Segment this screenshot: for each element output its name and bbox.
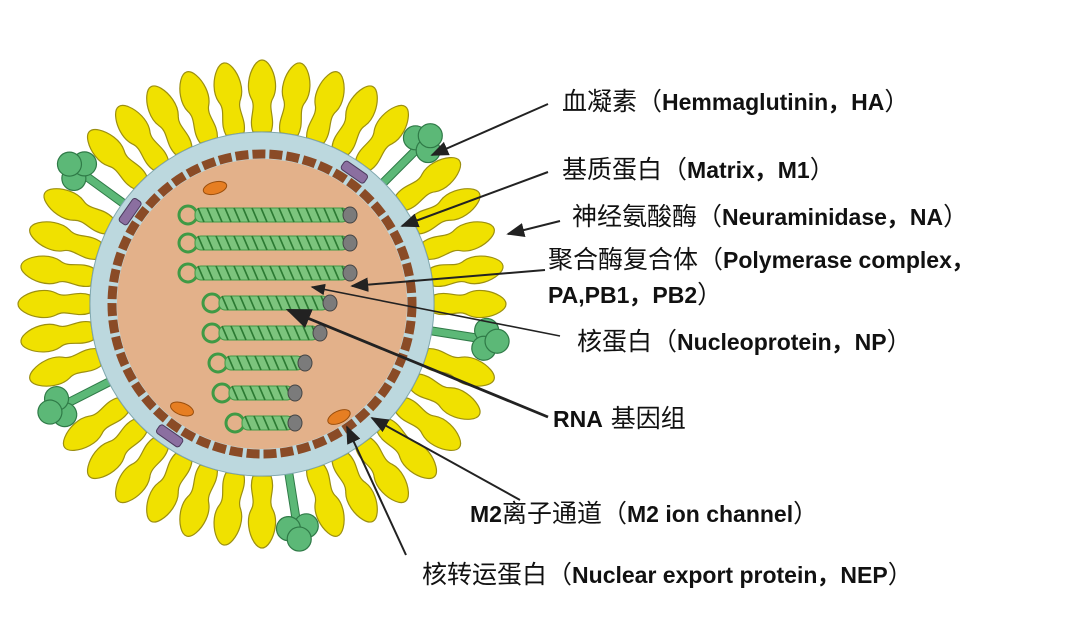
hemagglutinin-spike [247, 59, 277, 133]
arrow-matrix-protein [400, 171, 549, 228]
label-polymerase-complex: 聚合酶复合体（Polymerase complex， [548, 245, 975, 274]
label-nucleoprotein: 核蛋白（Nucleoprotein，NP） [577, 327, 912, 356]
hemagglutinin-spike [429, 255, 504, 288]
rna-genome-segments [177, 204, 358, 434]
hemagglutinin-spike [331, 85, 378, 156]
label-hemagglutinin: 血凝素（Hemmaglutinin，HA） [562, 87, 910, 116]
hemagglutinin-spike [355, 104, 409, 171]
polymerase-complex [322, 294, 338, 312]
hemagglutinin-spike [86, 418, 148, 480]
arrow-nuclear-export-protein [346, 425, 407, 556]
label-m2-ion-channel: M2离子通道（M2 ion channel） [470, 499, 819, 528]
polymerase-complex [287, 414, 303, 432]
hemagglutinin-spike [433, 289, 507, 319]
hemagglutinin-spike [29, 347, 102, 387]
hemagglutinin-spike [247, 475, 277, 549]
neuraminidase-spike [378, 123, 443, 188]
neuraminidase-spike [275, 470, 319, 552]
hemagglutinin-spike [115, 104, 169, 171]
nuclear-export-protein [327, 409, 351, 425]
neuraminidase-spike [56, 151, 128, 209]
rna-segment [177, 232, 358, 254]
polymerase-complex [342, 206, 358, 224]
hemagglutinin-spike [179, 71, 219, 144]
neuraminidase-spike [37, 376, 114, 428]
neuraminidase-spike [428, 317, 510, 361]
arrow-polymerase-complex [350, 269, 546, 292]
polymerase-complex [342, 264, 358, 282]
hemagglutinin-spike [146, 452, 193, 523]
m2-ion-channel [340, 160, 369, 184]
hemagglutinin-spike [213, 471, 246, 546]
hemagglutinin-spike [422, 221, 495, 261]
hemagglutinin-spike [179, 464, 219, 537]
rna-segment [177, 204, 358, 226]
arrow-nucleoprotein [310, 283, 561, 337]
hemagglutinin-spike [86, 128, 148, 190]
hemagglutinin-spike [410, 188, 481, 235]
hemagglutinin-spike [395, 397, 462, 451]
nucleoprotein-coil [228, 385, 294, 401]
hemagglutinin-spike [305, 464, 345, 537]
hemagglutinin-spike [43, 188, 114, 235]
rna-segment [207, 352, 313, 374]
rna-segment [224, 412, 303, 434]
label-nuclear-export-protein: 核转运蛋白（Nuclear export protein，NEP） [422, 560, 913, 589]
arrow-neuraminidase [506, 220, 561, 238]
hemagglutinin-spike [62, 397, 129, 451]
rna-segment [177, 262, 358, 284]
label-polymerase-subunits: PA,PB1，PB2） [548, 280, 723, 309]
hemagglutinin-spike [410, 373, 481, 420]
hemagglutinin-spike [213, 62, 246, 137]
hemagglutinin-spike [17, 289, 91, 319]
rna-segment [211, 382, 303, 404]
annotation-arrows [285, 103, 561, 556]
nuclear-export-protein [170, 401, 194, 417]
hemagglutinin-spike [20, 320, 95, 353]
arrow-hemagglutinin [430, 103, 549, 156]
hemagglutinin-spike [20, 255, 95, 288]
surface-spikes [17, 59, 510, 552]
label-neuraminidase: 神经氨酸酶（Neuraminidase，NA） [572, 202, 969, 231]
rna-segment [201, 322, 328, 344]
hemagglutinin-spike [115, 437, 169, 504]
label-matrix-protein: 基质蛋白（Matrix，M1） [562, 155, 835, 184]
m2-ion-channel [118, 197, 142, 226]
polymerase-complex [297, 354, 313, 372]
hemagglutinin-spike [422, 347, 495, 387]
hemagglutinin-spike [29, 221, 102, 261]
polymerase-complex [342, 234, 358, 252]
hemagglutinin-spike [395, 157, 462, 211]
hemagglutinin-spike [331, 452, 378, 523]
hemagglutinin-spike [355, 437, 409, 504]
rna-segment [201, 292, 338, 314]
hemagglutinin-spike [278, 62, 311, 137]
arrow-rna-genome [285, 308, 549, 419]
m2-ion-channel [155, 424, 184, 448]
polymerase-complex [312, 324, 328, 342]
hemagglutinin-spike [146, 85, 193, 156]
arrow-m2-ion-channel [370, 417, 521, 501]
polymerase-complex [287, 384, 303, 402]
matrix-protein-layer [107, 149, 417, 459]
hemagglutinin-spike [305, 71, 345, 144]
label-rna-genome: RNA 基因组 [553, 404, 686, 433]
nuclear-export-protein [202, 180, 228, 196]
